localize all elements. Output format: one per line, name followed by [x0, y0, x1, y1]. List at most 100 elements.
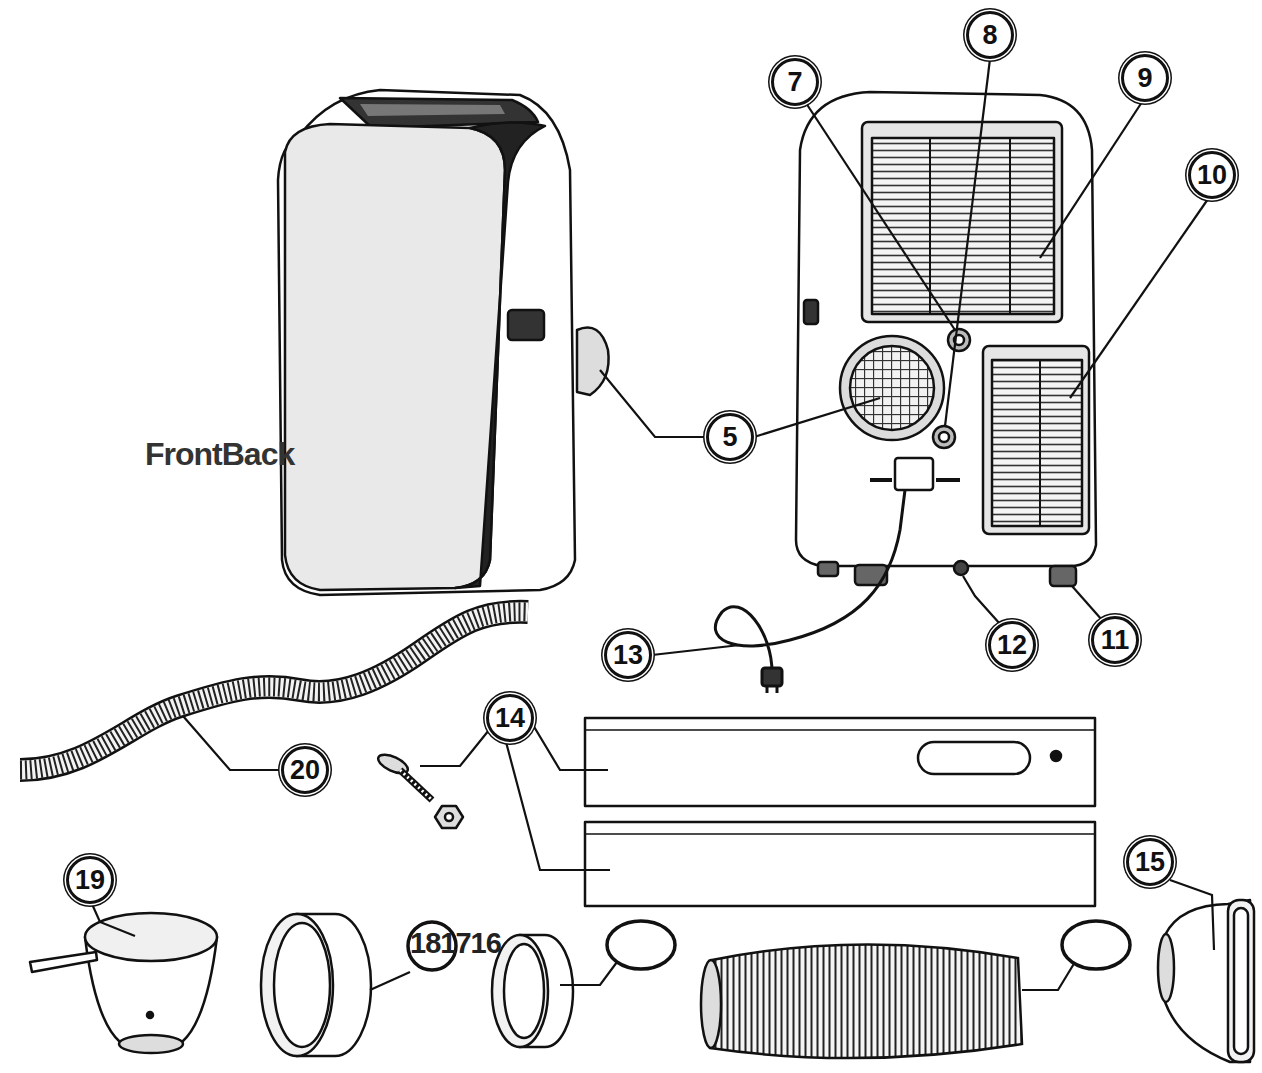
- leader-lines-part: [945, 59, 990, 426]
- back-unit-part: [796, 92, 1096, 566]
- hose-ring: [261, 914, 371, 1056]
- exhaust-hose: [701, 944, 1022, 1058]
- hose-ring-part: [261, 914, 333, 1056]
- back-unit-part: [840, 336, 944, 440]
- leader-lines-part: [370, 972, 410, 990]
- back-unit-part: [804, 300, 818, 324]
- front-unit-part: [508, 310, 544, 340]
- power-cord-part: [766, 686, 769, 693]
- back-unit-part: [948, 329, 970, 351]
- window-adapter-part: [119, 1035, 183, 1053]
- callout-number: 15: [1135, 847, 1165, 878]
- window-kit-part: [918, 742, 1030, 774]
- window-kit-part: [585, 718, 1095, 806]
- drain-hose-part: [20, 612, 528, 770]
- back-unit: [796, 92, 1096, 586]
- back-unit-part: [954, 561, 968, 575]
- window-kit-part: [585, 729, 1095, 731]
- back-unit-part: [939, 432, 949, 442]
- window-kit-part: [400, 770, 432, 800]
- leader-lines: [92, 59, 1214, 990]
- leader-lines-part: [1072, 586, 1102, 620]
- callout-circle: 7: [771, 58, 819, 106]
- leader-lines-part: [420, 730, 489, 766]
- window-adapter-part: [30, 952, 97, 972]
- back-unit-part: [933, 426, 955, 448]
- leader-lines-part: [652, 645, 740, 655]
- view-caption: FrontBack: [145, 436, 294, 473]
- callout-number: 10: [1197, 160, 1227, 191]
- leader-lines-part: [1070, 199, 1208, 398]
- back-unit-part: [1039, 360, 1041, 526]
- back-unit-part: [983, 346, 1089, 534]
- leader-lines-part: [560, 962, 617, 985]
- back-unit-part: [818, 562, 838, 576]
- callout-number: 14: [495, 703, 525, 734]
- window-kit: [376, 718, 1095, 906]
- callout-circle: 13: [604, 631, 652, 679]
- exhaust-hose-part: [710, 944, 1022, 1058]
- window-kit-part: [585, 822, 1095, 906]
- callout-number: 7: [787, 67, 802, 98]
- front-unit: [278, 90, 609, 595]
- window-nozzle-part: [1165, 900, 1250, 1062]
- callout-circle: 5: [706, 413, 754, 461]
- hose-end: [492, 935, 573, 1047]
- callout-circle: 14: [486, 694, 534, 742]
- callout-circle: 20: [281, 746, 329, 794]
- window-adapter: [30, 913, 217, 1053]
- window-nozzle-part: [1228, 900, 1254, 1062]
- back-unit-part: [870, 478, 892, 482]
- window-nozzle-part: [1234, 908, 1248, 1054]
- back-unit-part: [1050, 566, 1076, 586]
- callout-circle: 8: [966, 11, 1014, 59]
- exhaust-hose-part: [701, 960, 721, 1048]
- window-kit-part: [1051, 751, 1061, 761]
- front-unit-part: [577, 328, 609, 396]
- back-unit-part: [929, 138, 931, 314]
- leader-lines-part: [600, 370, 706, 437]
- window-adapter-part: [85, 913, 217, 961]
- drain-hose: [20, 612, 528, 770]
- callout-number: 8: [982, 20, 997, 51]
- empty-callout: [408, 921, 1130, 970]
- callout-number: 20: [290, 755, 320, 786]
- callout-circle: 15: [1126, 838, 1174, 886]
- window-adapter-part: [147, 1012, 153, 1018]
- window-nozzle: [1158, 900, 1254, 1062]
- drain-hose-part: [20, 612, 528, 770]
- power-cord-part: [776, 686, 779, 693]
- back-unit-part: [936, 478, 960, 482]
- empty-callout-part: [607, 921, 675, 969]
- power-cord: [715, 490, 905, 693]
- window-nozzle-part: [1158, 934, 1174, 1002]
- callout-circle: 12: [988, 621, 1036, 669]
- hose-end-part: [504, 944, 544, 1038]
- leader-lines-part: [1170, 880, 1214, 950]
- callout-number: 11: [1101, 625, 1130, 656]
- callout-number: 181716: [410, 927, 501, 960]
- front-unit-part: [455, 122, 545, 588]
- callout-number: 9: [1137, 63, 1152, 94]
- power-cord-part: [762, 668, 782, 686]
- callout-circle: 11: [1091, 616, 1139, 664]
- callout-number: 12: [997, 630, 1027, 661]
- callout-number: 5: [722, 422, 737, 453]
- leader-lines-part: [963, 576, 1000, 624]
- front-unit-part: [278, 90, 575, 595]
- back-unit-part: [992, 360, 1082, 526]
- window-kit-part: [445, 813, 453, 821]
- leader-lines-part: [754, 398, 880, 437]
- callout-number: 19: [75, 865, 105, 896]
- drain-hose-part: [20, 612, 528, 770]
- front-unit-part: [285, 124, 505, 590]
- callout-circle: 10: [1188, 151, 1236, 199]
- leader-lines-part: [183, 716, 281, 770]
- window-kit-part: [435, 806, 463, 828]
- back-unit-part: [1009, 138, 1011, 314]
- callout-number: 13: [613, 640, 643, 671]
- leader-lines-part: [806, 103, 955, 330]
- window-kit-part: [585, 833, 1095, 835]
